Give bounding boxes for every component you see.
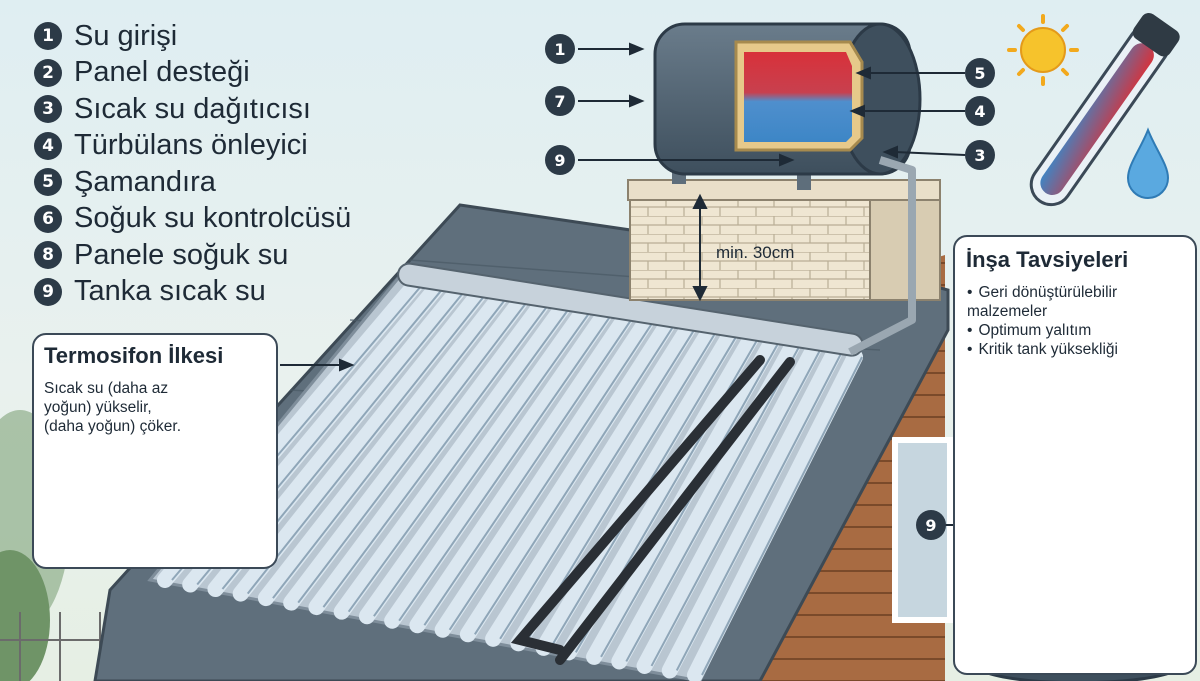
callout-1: 1 <box>545 34 575 64</box>
legend-item: 3 Sıcak su dağıtıcısı <box>34 91 414 128</box>
collector-tube <box>232 287 486 602</box>
collector-tube-edge <box>272 298 507 599</box>
water-tank <box>653 22 922 176</box>
water-drop-icon <box>1126 127 1170 199</box>
hot-water-pipe <box>848 156 916 356</box>
legend-item: 9 Tanka sıcak su <box>34 274 414 311</box>
collector-tube-edge <box>373 311 591 617</box>
collector-tube <box>283 294 528 611</box>
thermosiphon-description: Sıcak su (daha az yoğun) yükselir, (daha… <box>44 380 182 435</box>
collector-tube <box>434 314 654 638</box>
legend-item: 8 Panele soğuk su <box>34 237 414 274</box>
collector-tube-edge <box>474 325 675 635</box>
min-height-label: min. 30cm <box>716 243 795 262</box>
advice-item: Kritik tank yüksekliği <box>967 340 1187 359</box>
callout-4: 4 <box>965 96 995 126</box>
legend-number: 2 <box>34 58 62 87</box>
legend-item: 2 Panel desteği <box>34 55 414 92</box>
legend-label: Su girişi <box>74 19 178 52</box>
collector-tube <box>510 325 717 652</box>
legend-number: 5 <box>34 168 62 197</box>
collector-tube-edge <box>701 356 863 676</box>
callout-3: 3 <box>965 140 995 170</box>
collector-tube <box>257 290 507 607</box>
legend-label: Panele soğuk su <box>74 238 289 271</box>
collector-tube <box>687 349 863 681</box>
legend-number: 6 <box>34 204 62 233</box>
callout-5: 5 <box>965 58 995 88</box>
collector-tube-edge <box>398 315 612 622</box>
collector-tube <box>384 307 612 629</box>
collector-tube-edge <box>423 318 633 626</box>
legend-label: Soğuk su kontrolcüsü <box>74 202 352 235</box>
thermosiphon-panel: Termosifon İlkesi Sıcak su (daha az yoğu… <box>32 333 278 569</box>
legend-label: Tanka sıcak su <box>74 275 266 308</box>
advice-item: Optimum yalıtım <box>967 321 1187 340</box>
legend: 1 Su girişi 2 Panel desteği 3 Sıcak su dağı… <box>34 18 414 310</box>
collector-tube <box>308 297 549 616</box>
collector-tube <box>485 321 696 647</box>
advice-item: Geri dönüştürülebilir malzemeler <box>967 283 1187 321</box>
legend-item: 6 Soğuk su kontrolcüsü <box>34 201 414 238</box>
collector-tube-edge <box>347 308 570 613</box>
sun-icon <box>1007 14 1079 86</box>
legend-item: 5 Şamandıra <box>34 164 414 201</box>
collector-tube <box>459 318 675 643</box>
fence <box>0 612 141 681</box>
advice-list: Geri dönüştürülebilir malzemeler Optimum… <box>967 283 1187 359</box>
advice-title: İnşa Tavsiyeleri <box>966 247 1129 272</box>
legend-number: 9 <box>34 277 62 306</box>
legend-number: 4 <box>34 131 62 160</box>
collector-tube-edge <box>297 301 528 604</box>
evacuated-tube-icon <box>1029 12 1180 207</box>
legend-number: 8 <box>34 241 62 270</box>
collector-tube-edge <box>322 304 549 608</box>
collector-tube <box>333 301 570 620</box>
leader-lines <box>280 42 982 526</box>
callout-9: 9 <box>545 145 575 175</box>
legend-number: 3 <box>34 95 62 124</box>
collector-tube <box>636 342 822 674</box>
advice-panel: İnşa Tavsiyeleri Geri dönüştürülebilir m… <box>953 235 1197 675</box>
legend-item: 1 Su girişi <box>34 18 414 55</box>
legend-number: 1 <box>34 22 62 51</box>
collector-tube-edge <box>246 294 486 595</box>
callout-detail-9: 9 <box>916 510 946 540</box>
collector-tube-edge <box>625 346 801 662</box>
collector-tube <box>560 331 759 661</box>
legend-label: Şamandıra <box>74 165 216 198</box>
brick-stand <box>627 179 941 301</box>
collector-tube-edge <box>499 329 696 640</box>
collector-tube <box>661 345 843 679</box>
collector-tube <box>409 311 633 634</box>
collector-tube-edge <box>448 322 654 631</box>
height-dimension <box>692 193 708 302</box>
callout-7: 7 <box>545 86 575 116</box>
legend-label: Sıcak su dağıtıcısı <box>74 92 311 125</box>
legend-label: Türbülans önleyici <box>74 129 308 162</box>
thermosiphon-title: Termosifon İlkesi <box>44 343 224 368</box>
collector-tube-edge <box>675 353 842 671</box>
legend-item: 4 Türbülans önleyici <box>34 128 414 165</box>
collector-tube <box>535 328 738 656</box>
collector-tube-edge <box>650 349 821 667</box>
solar-collector <box>147 262 864 681</box>
collector-tube <box>358 304 591 625</box>
legend-label: Panel desteği <box>74 56 250 89</box>
